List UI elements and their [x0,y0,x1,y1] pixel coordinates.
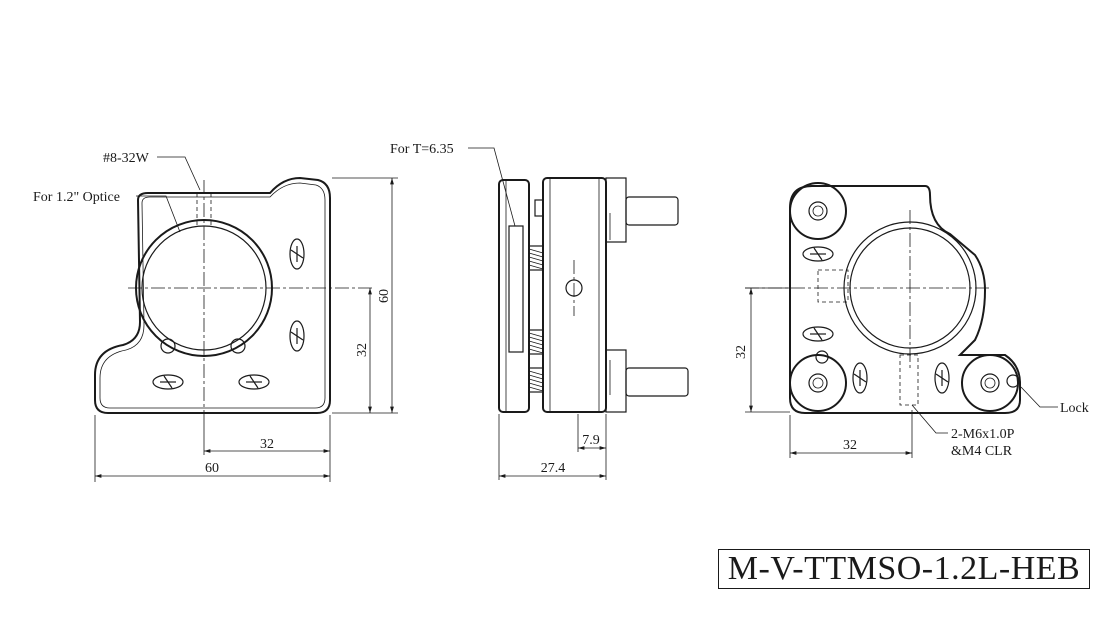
front-plate-inner-edge [99,182,326,409]
front-slot-screw-1 [152,374,184,390]
optic-label: For 1.2" Optice [33,190,120,205]
dim-front-width: 60 [205,461,219,476]
screw-leader [911,404,948,434]
rear-hidden-screws [817,269,919,406]
dim-front-height: 60 [377,289,392,303]
lock-label: Lock [1060,401,1089,416]
side-view: For T=6.35 27.4 7.9 [390,142,689,480]
rear-slot-screw-2 [802,326,834,342]
side-rear-plate [542,177,607,413]
rear-slot-screw-3 [852,362,868,394]
lock-leader [1020,386,1058,408]
front-slot-screw-4 [289,320,305,352]
thread-label: #8-32W [103,151,150,166]
rear-slot-screw-4 [934,362,950,394]
screw-label-line2: &M4 CLR [951,444,1013,459]
rear-small-hole [815,350,829,364]
rear-lower-hex [808,373,828,393]
side-adjuster-upper [605,177,679,243]
dim-side-offset: 7.9 [582,433,600,448]
rear-upper-knob [789,182,847,240]
rear-slot-screw-1 [802,246,834,262]
front-hole-right [230,338,246,354]
side-spring-bottom [528,367,544,393]
side-optic-recess [508,225,524,353]
front-hole-left [160,338,176,354]
dim-rear-height: 32 [734,345,749,359]
optic-leader [136,195,181,233]
front-slot-screw-3 [289,238,305,270]
front-view: #8-32W For 1.2" Optice 60 32 60 32 [33,151,398,482]
thickness-label: For T=6.35 [390,142,454,157]
side-spring-lower [528,329,544,355]
side-pin [534,199,544,217]
dim-front-center-height: 32 [355,343,370,357]
rear-lower-knob [789,354,847,412]
front-plate-outline [94,176,331,414]
side-spring-upper [528,245,544,271]
rear-lock-hex [980,373,1000,393]
rear-upper-hex [808,201,828,221]
dim-rear-width: 32 [843,438,857,453]
rear-view: Lock 2-M6x1.0P &M4 CLR 32 32 [734,182,1089,459]
side-adjuster-lower [605,349,689,413]
side-front-plate [498,179,530,413]
dim-side-depth: 27.4 [541,461,566,476]
rear-plate-outline [789,185,1021,414]
rear-lock-knob [961,354,1019,412]
rear-lock-pin [1006,374,1020,388]
screw-label-line1: 2-M6x1.0P [951,427,1015,442]
thickness-leader [468,147,516,227]
thread-leader [157,156,201,191]
part-number-title: M-V-TTMSO-1.2L-HEB [718,549,1090,589]
dim-front-offset: 32 [260,437,274,452]
front-slot-screw-2 [238,374,270,390]
